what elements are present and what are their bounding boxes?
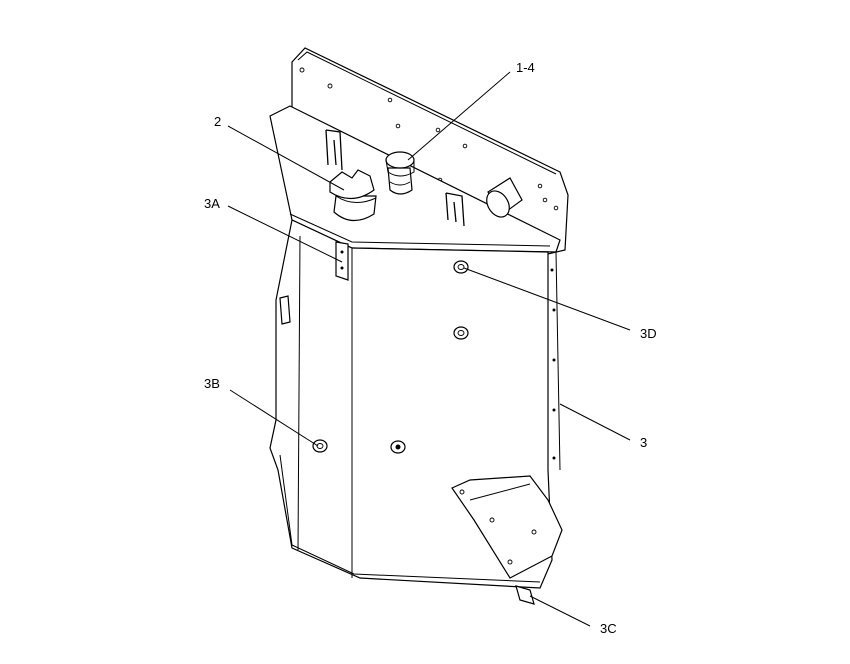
drain-3c — [515, 585, 535, 605]
mounting-bracket-lower — [451, 475, 563, 579]
callout-3b: 3B — [204, 376, 220, 391]
callout-3c: 3C — [600, 621, 617, 636]
callout-3d: 3D — [640, 326, 657, 341]
callout-1-4: 1-4 — [516, 60, 535, 75]
callout-3: 3 — [640, 435, 647, 450]
breather-cap — [385, 151, 415, 195]
filler-cap — [329, 169, 377, 222]
bracket-3a — [335, 241, 349, 281]
leader-lines — [227, 71, 631, 627]
fitting-3d-middle — [453, 326, 469, 340]
cylinder-fitting — [486, 177, 523, 218]
fitting-3b — [312, 439, 328, 453]
callout-2: 2 — [214, 114, 221, 129]
fitting-center-plug — [390, 440, 406, 454]
fitting-3d-upper — [453, 260, 469, 274]
handle-right — [445, 192, 465, 227]
callout-3a: 3A — [204, 196, 220, 211]
handle-left — [325, 129, 343, 171]
